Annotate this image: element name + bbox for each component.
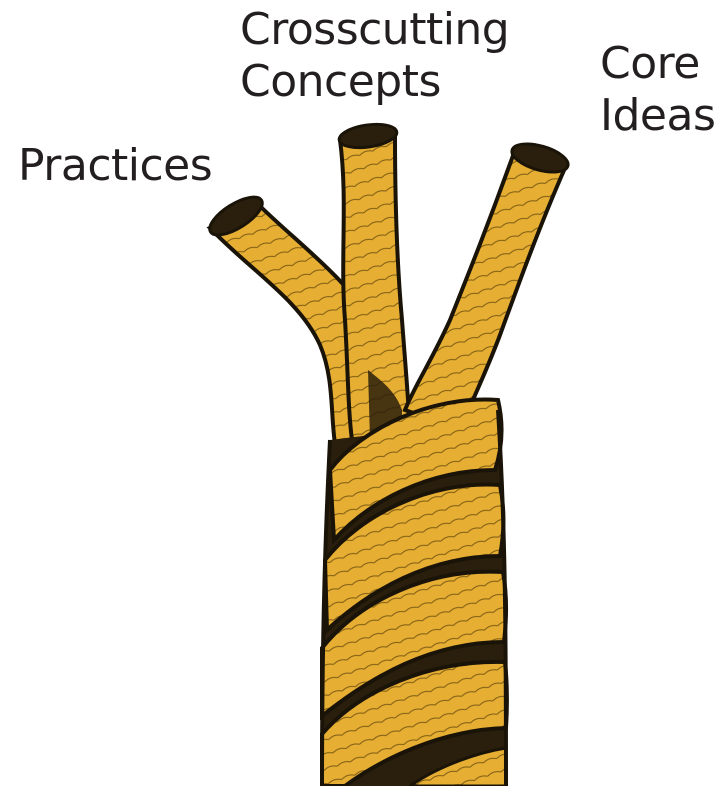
label-crosscutting-concepts: Crosscutting Concepts xyxy=(240,4,509,108)
label-core-line1: Core xyxy=(600,38,715,90)
label-practices: Practices xyxy=(18,140,212,192)
label-core-ideas: Core Ideas xyxy=(600,38,715,142)
rope-twisted-body xyxy=(322,400,507,786)
label-practices-text: Practices xyxy=(18,140,212,192)
label-core-line2: Ideas xyxy=(600,90,715,142)
strand-core-ideas-body xyxy=(405,150,565,430)
strand-core-ideas xyxy=(405,138,571,430)
label-crosscutting-line1: Crosscutting xyxy=(240,4,509,56)
label-crosscutting-line2: Concepts xyxy=(240,56,509,108)
strand-crosscutting xyxy=(338,121,410,440)
